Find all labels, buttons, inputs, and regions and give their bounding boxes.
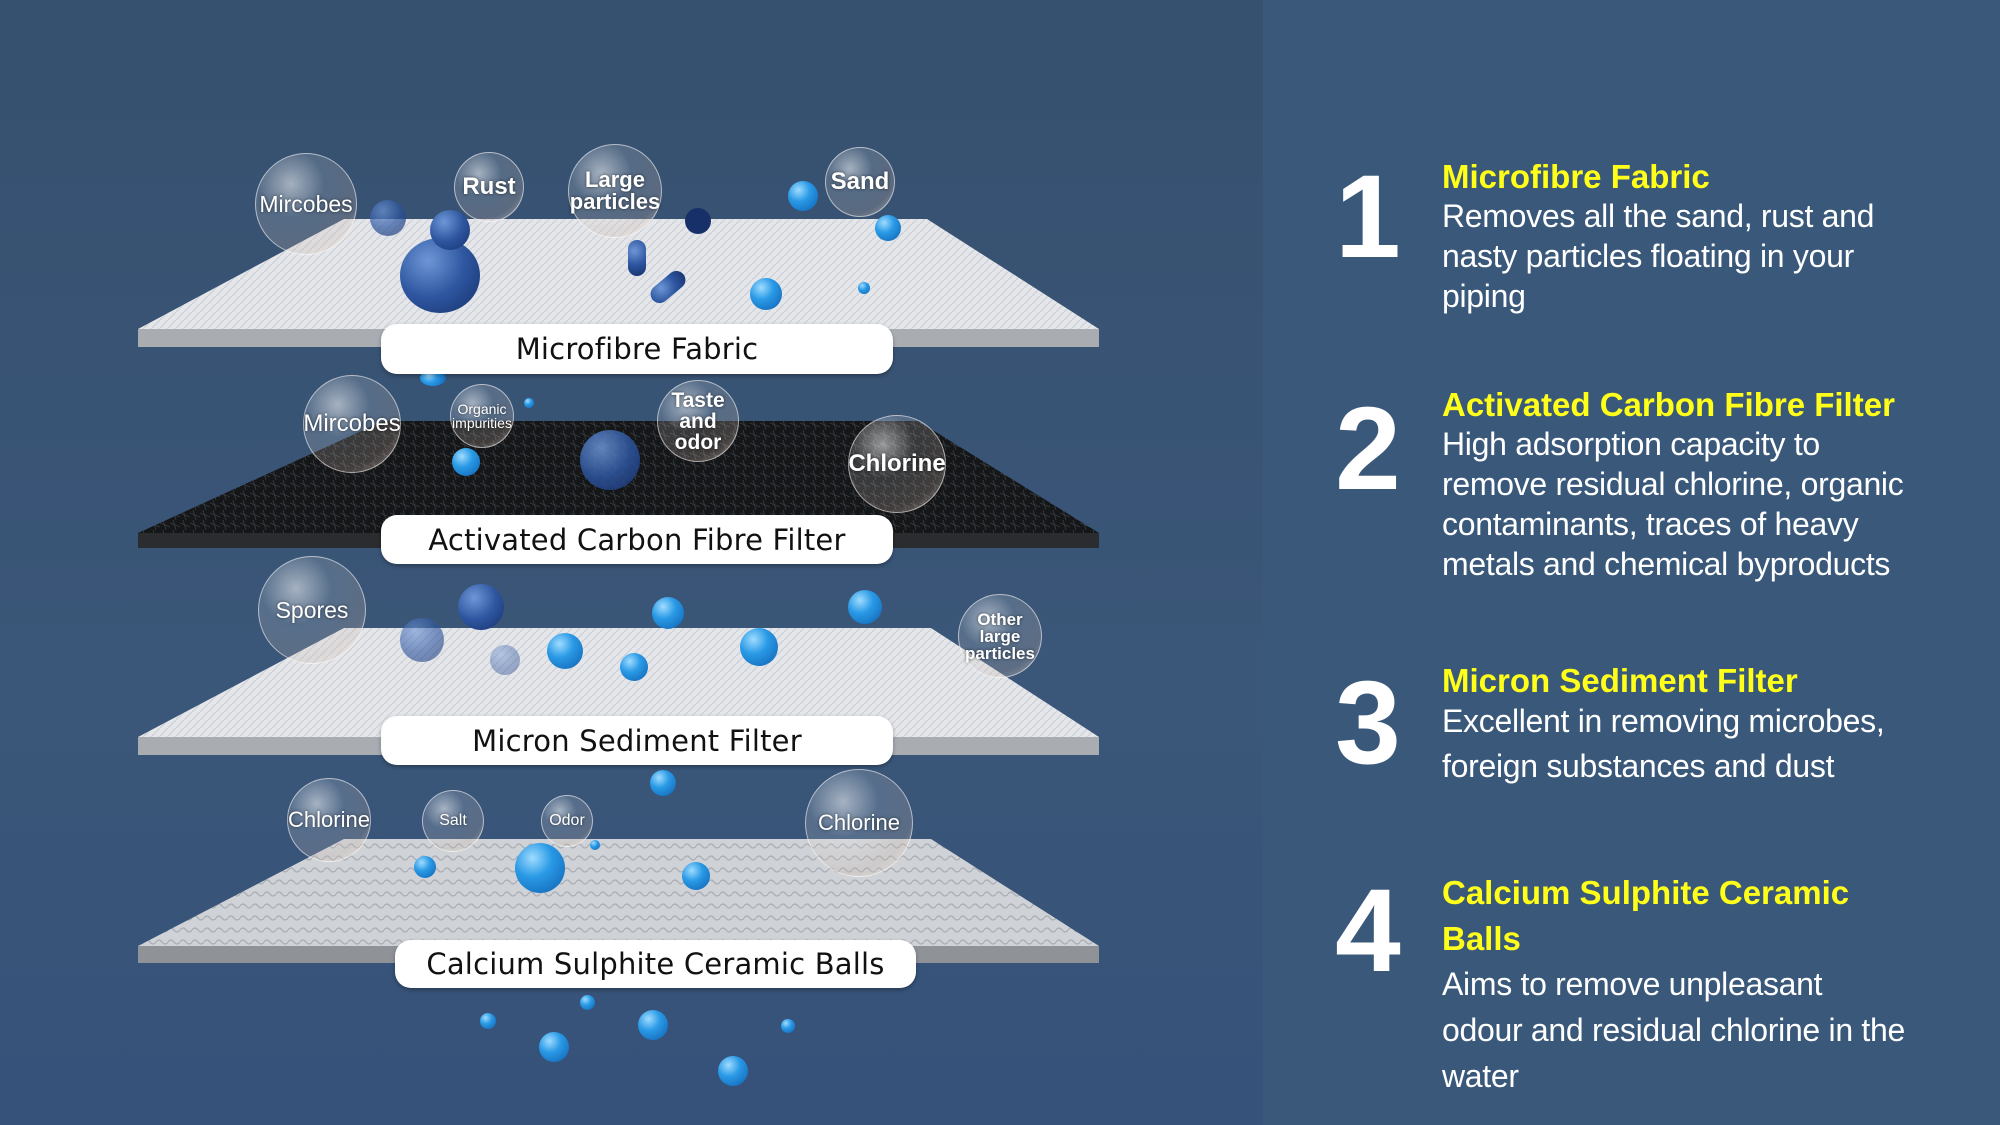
bubble-label: Mircobes [303, 410, 401, 437]
water-drop-icon [539, 1032, 569, 1062]
bubble-label: Organic impurities [452, 401, 512, 431]
layer-label: Calcium Sulphite Ceramic Balls [395, 940, 916, 988]
bubble-label: Large particles [569, 167, 661, 214]
step-number: 3 [1335, 657, 1401, 789]
water-drop-icon [580, 995, 595, 1010]
contaminant-bubble: Chlorine [287, 778, 371, 862]
layer-label: Activated Carbon Fibre Filter [381, 515, 893, 564]
bubble-label: Other large particles [965, 609, 1035, 663]
water-drop-icon [740, 628, 778, 666]
step-description-line: metals and chemical byproducts [1442, 546, 1891, 582]
layer-label: Microfibre Fabric [381, 324, 893, 374]
bubble-label: Sand [830, 168, 890, 195]
step-description-line: High adsorption capacity to [1442, 426, 1820, 462]
step-description-line: contaminants, traces of heavy [1442, 506, 1859, 542]
step-description-line: Aims to remove unpleasant [1442, 966, 1823, 1002]
bubble-label: Mircobes [259, 190, 353, 217]
step-number: 1 [1335, 151, 1401, 283]
bubble-label: Odor [549, 812, 585, 829]
contaminant-bubble: Spores [258, 556, 366, 664]
layer-label: Micron Sediment Filter [381, 716, 893, 765]
virus-icon [490, 645, 520, 675]
contaminant-bubble: Chlorine [805, 769, 913, 877]
step-title: Calcium Sulphite Ceramic [1442, 874, 1850, 911]
step-description-line: piping [1442, 278, 1526, 314]
water-drop-icon [420, 370, 446, 386]
microbe-icon [430, 210, 470, 250]
water-drop-icon [452, 448, 480, 476]
bacteria-icon [628, 240, 646, 276]
virus-icon [580, 430, 640, 490]
step-description-line: remove residual chlorine, organic [1442, 466, 1904, 502]
step-description-line: nasty particles floating in your [1442, 238, 1854, 274]
water-drop-icon [858, 282, 870, 294]
water-drop-icon [682, 862, 710, 890]
step-number: 4 [1335, 865, 1401, 997]
contaminant-bubble: Large particles [568, 144, 662, 238]
contaminant-bubble: Chlorine [848, 415, 946, 513]
step-description-line: water [1442, 1058, 1519, 1094]
bubble-label: Taste and odor [671, 388, 725, 454]
bubble-label: Chlorine [818, 810, 900, 835]
water-drop-icon [638, 1010, 668, 1040]
water-drop-icon [480, 1013, 496, 1029]
water-drop-icon [515, 843, 565, 893]
contaminant-bubble: Taste and odor [657, 380, 739, 462]
contaminant-bubble: Rust [454, 152, 524, 222]
contaminant-bubble: Other large particles [958, 594, 1042, 678]
contaminant-bubble: Mircobes [303, 375, 401, 473]
step-title: Microfibre Fabric [1442, 158, 1710, 195]
water-drop-icon [590, 840, 600, 850]
step-description-line: odour and residual chlorine in the [1442, 1012, 1906, 1048]
step-title: Activated Carbon Fibre Filter [1442, 386, 1895, 423]
contaminant-bubble: Mircobes [255, 153, 357, 255]
microbe-cluster-icon [458, 584, 504, 630]
water-drop-icon [620, 653, 648, 681]
microbe-icon [370, 200, 406, 236]
water-drop-icon [848, 590, 882, 624]
contaminant-bubble: Sand [825, 147, 895, 217]
description-panel [1263, 0, 2000, 1125]
virus-icon [400, 618, 444, 662]
step-description-line: Excellent in removing microbes, [1442, 703, 1885, 739]
microbe-cluster-icon [400, 238, 480, 313]
contaminant-bubble: Organic impurities [450, 384, 514, 448]
water-drop-icon [650, 770, 676, 796]
water-drop-icon [718, 1056, 748, 1086]
water-drop-icon [875, 215, 901, 241]
bubble-label: Chlorine [288, 807, 370, 832]
bubble-label: Salt [439, 812, 467, 829]
step-number: 2 [1335, 383, 1401, 515]
contaminant-bubble: Salt [422, 790, 484, 852]
bubble-label: Chlorine [848, 450, 946, 477]
step-description-line: foreign substances and dust [1442, 748, 1835, 784]
water-drop-icon [652, 597, 684, 629]
contaminant-bubble: Odor [541, 795, 593, 847]
step-title: Balls [1442, 920, 1521, 957]
bubble-label: Spores [275, 596, 349, 623]
step-description-line: Removes all the sand, rust and [1442, 198, 1875, 234]
bubble-label: Rust [462, 173, 516, 200]
virus-icon [685, 208, 711, 234]
water-drop-icon [788, 181, 818, 211]
step-title: Micron Sediment Filter [1442, 662, 1798, 699]
water-drop-icon [750, 278, 782, 310]
water-drop-icon [414, 856, 436, 878]
water-drop-icon [547, 633, 583, 669]
water-drop-icon [524, 398, 534, 408]
water-drop-icon [781, 1019, 795, 1033]
